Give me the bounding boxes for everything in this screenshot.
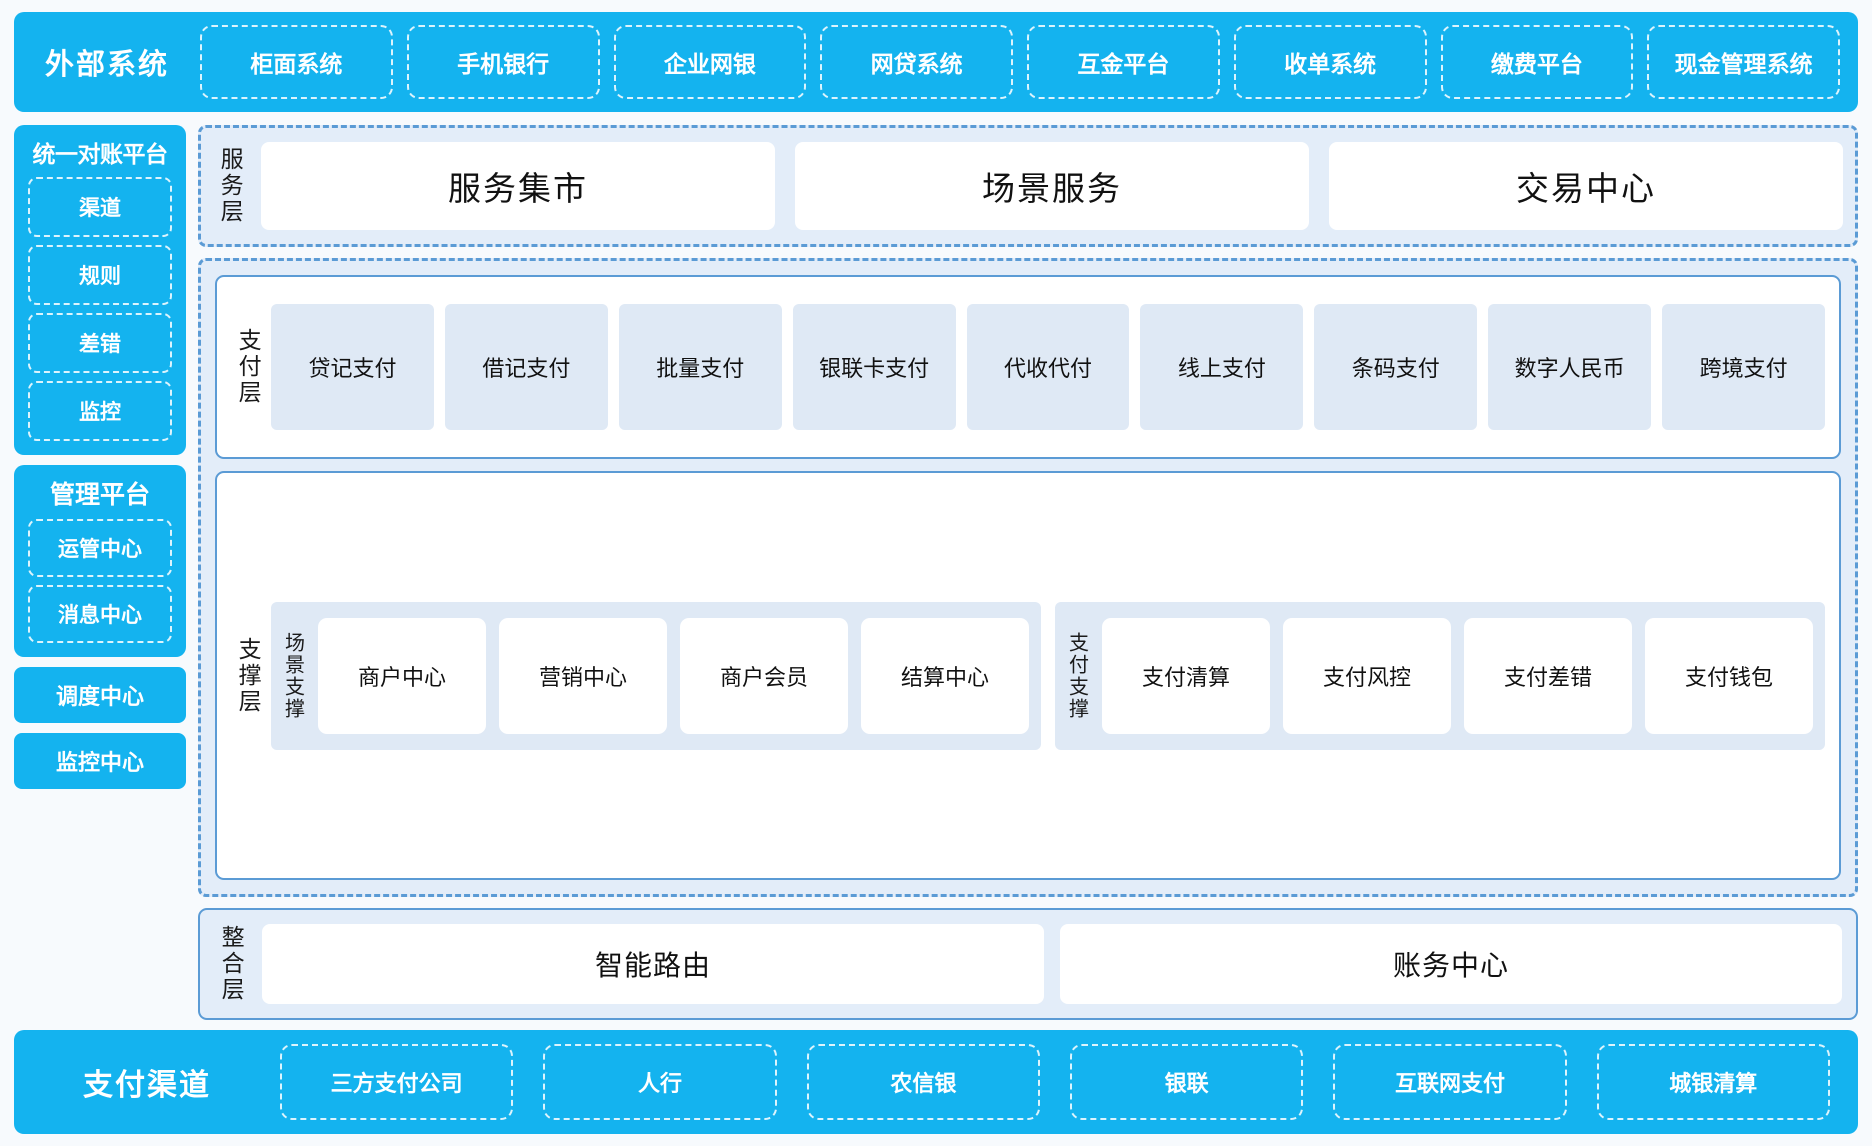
external-system-item[interactable]: 手机银行 (406, 25, 600, 99)
reconciliation-item-error[interactable]: 差错 (28, 313, 172, 373)
payment-tile-credit[interactable]: 贷记支付 (271, 304, 434, 430)
scheduling-center-card[interactable]: 调度中心 (14, 667, 186, 723)
payment-channel-band: 支付渠道 三方支付公司 人行 农信银 银联 互联网支付 城银清算 (14, 1030, 1858, 1134)
support-card-payment-clearing[interactable]: 支付清算 (1102, 617, 1270, 734)
payment-layer-tiles: 贷记支付 借记支付 批量支付 银联卡支付 代收代付 线上支付 条码支付 数字人民… (271, 304, 1826, 430)
support-group-payment: 支付支撑 支付清算 支付风控 支付差错 支付钱包 (1055, 601, 1825, 750)
integration-card-accounting-center[interactable]: 账务中心 (1060, 924, 1842, 1004)
support-group-scenario-cards: 商户中心 营销中心 商户会员 结算中心 (318, 617, 1029, 734)
payment-layer-label: 支付层 (235, 328, 262, 406)
payment-channel-item-unionpay[interactable]: 银联 (1069, 1044, 1304, 1120)
payment-channel-item-internet-payment[interactable]: 互联网支付 (1333, 1044, 1567, 1120)
support-card-merchant-center[interactable]: 商户中心 (318, 617, 486, 734)
integration-layer-cards: 智能路由 账务中心 (262, 924, 1842, 1004)
service-card-transaction-center[interactable]: 交易中心 (1329, 142, 1843, 230)
integration-card-smart-routing[interactable]: 智能路由 (262, 924, 1044, 1004)
monitoring-center-card[interactable]: 监控中心 (14, 733, 186, 789)
payment-channel-item-rcc[interactable]: 农信银 (806, 1044, 1040, 1120)
support-group-payment-label: 支付支撑 (1065, 631, 1088, 720)
payment-channel-title: 支付渠道 (83, 1069, 211, 1102)
payment-tile-unionpay-card[interactable]: 银联卡支付 (792, 304, 956, 430)
payment-tile-batch[interactable]: 批量支付 (618, 304, 782, 430)
management-item-message-center[interactable]: 消息中心 (28, 585, 172, 643)
management-platform-items: 运管中心 消息中心 (28, 519, 172, 643)
external-system-item[interactable]: 互金平台 (1027, 25, 1220, 99)
reconciliation-platform-card: 统一对账平台 渠道 规则 差错 监控 (14, 125, 186, 455)
management-item-operations-center[interactable]: 运管中心 (28, 519, 172, 577)
support-group-scenario: 场景支撑 商户中心 营销中心 商户会员 结算中心 (271, 601, 1041, 750)
payment-layer-panel: 支付层 贷记支付 借记支付 批量支付 银联卡支付 代收代付 线上支付 条码支付 … (215, 275, 1841, 459)
support-card-payment-wallet[interactable]: 支付钱包 (1645, 617, 1813, 734)
support-layer-label: 支撑层 (235, 636, 262, 715)
payment-channel-item-third-party[interactable]: 三方支付公司 (280, 1044, 514, 1120)
payment-channel-items: 三方支付公司 人行 农信银 银联 互联网支付 城银清算 (280, 1044, 1840, 1120)
external-system-item[interactable]: 现金管理系统 (1647, 25, 1840, 99)
support-layer-panel: 支撑层 场景支撑 商户中心 营销中心 商户会员 结算中心 (215, 471, 1841, 880)
management-platform-title: 管理平台 (49, 481, 150, 509)
support-card-marketing-center[interactable]: 营销中心 (499, 617, 667, 734)
middle-region: 统一对账平台 渠道 规则 差错 监控 管理平台 运管中心 消息中心 调度中心 监… (14, 125, 1858, 1020)
external-system-item[interactable]: 缴费平台 (1440, 25, 1634, 99)
external-systems-items: 柜面系统 手机银行 企业网银 网贷系统 互金平台 收单系统 缴费平台 现金管理系… (200, 25, 1840, 99)
support-card-payment-error[interactable]: 支付差错 (1464, 617, 1632, 734)
payment-channel-item-pboc[interactable]: 人行 (543, 1044, 777, 1120)
external-system-item[interactable]: 收单系统 (1233, 25, 1427, 99)
service-card-marketplace[interactable]: 服务集市 (261, 142, 775, 230)
reconciliation-item-monitor[interactable]: 监控 (28, 381, 172, 441)
external-system-item[interactable]: 企业网银 (613, 25, 807, 99)
external-systems-band: 外部系统 柜面系统 手机银行 企业网银 网贷系统 互金平台 收单系统 缴费平台 … (14, 12, 1858, 112)
reconciliation-item-rule[interactable]: 规则 (28, 245, 172, 305)
payment-tile-collection-payment[interactable]: 代收代付 (966, 304, 1130, 430)
management-platform-card: 管理平台 运管中心 消息中心 (14, 465, 186, 657)
support-layer-groups: 场景支撑 商户中心 营销中心 商户会员 结算中心 支付支撑 支付清算 (271, 601, 1825, 750)
content-column: 服务层 服务集市 场景服务 交易中心 支付层 贷记支付 借记支付 批量支付 银联… (198, 125, 1858, 1020)
service-card-scenario-service[interactable]: 场景服务 (795, 142, 1309, 230)
external-system-item[interactable]: 柜面系统 (200, 25, 393, 99)
service-layer-section: 服务层 服务集市 场景服务 交易中心 (198, 125, 1858, 247)
support-group-scenario-label: 场景支撑 (281, 631, 304, 720)
support-card-merchant-member[interactable]: 商户会员 (680, 617, 848, 734)
payment-tile-cross-border[interactable]: 跨境支付 (1662, 304, 1826, 430)
payment-tile-barcode[interactable]: 条码支付 (1314, 304, 1478, 430)
reconciliation-platform-items: 渠道 规则 差错 监控 (28, 177, 172, 441)
payment-tile-debit[interactable]: 借记支付 (444, 304, 608, 430)
left-rail: 统一对账平台 渠道 规则 差错 监控 管理平台 运管中心 消息中心 调度中心 监… (14, 125, 186, 1020)
support-card-payment-risk-control[interactable]: 支付风控 (1283, 617, 1451, 734)
reconciliation-platform-title: 统一对账平台 (32, 141, 169, 167)
payment-tile-digital-rmb[interactable]: 数字人民币 (1488, 304, 1652, 430)
external-systems-title: 外部系统 (44, 49, 169, 81)
support-card-settlement-center[interactable]: 结算中心 (861, 617, 1029, 734)
integration-layer-label: 整合层 (218, 925, 245, 1003)
integration-layer-section: 整合层 智能路由 账务中心 (198, 908, 1858, 1020)
support-group-payment-cards: 支付清算 支付风控 支付差错 支付钱包 (1102, 617, 1813, 734)
payment-channel-item-city-bank-clearing[interactable]: 城银清算 (1596, 1044, 1830, 1120)
external-system-item[interactable]: 网贷系统 (820, 25, 1013, 99)
core-layer-section: 支付层 贷记支付 借记支付 批量支付 银联卡支付 代收代付 线上支付 条码支付 … (198, 258, 1858, 897)
reconciliation-item-channel[interactable]: 渠道 (28, 177, 172, 237)
payment-tile-online[interactable]: 线上支付 (1140, 304, 1304, 430)
service-layer-label: 服务层 (217, 147, 244, 225)
service-layer-cards: 服务集市 场景服务 交易中心 (261, 142, 1843, 230)
